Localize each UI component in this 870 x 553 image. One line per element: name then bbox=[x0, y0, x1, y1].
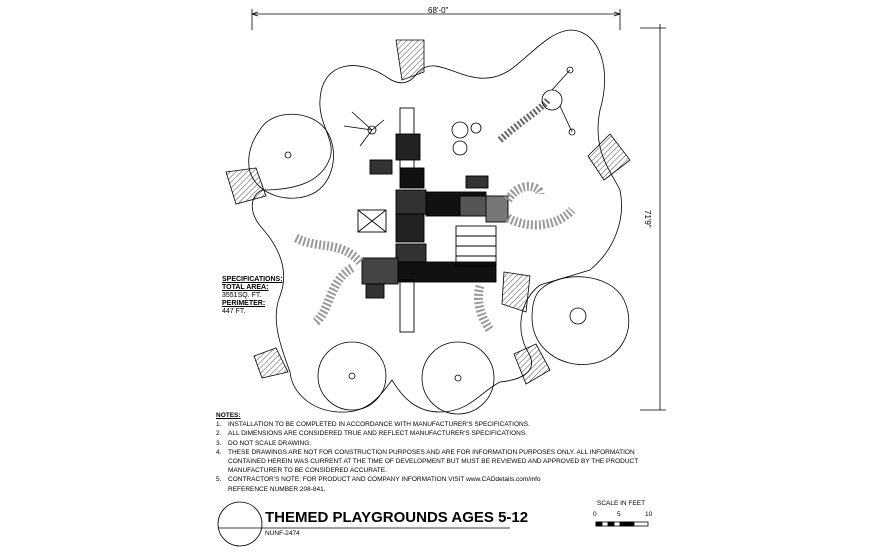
note-text: DO NOT SCALE DRAWING. bbox=[228, 439, 312, 447]
note-row: REFERENCE NUMBER 208-841. bbox=[216, 485, 676, 494]
note-text: MANUFACTURER TO BE CONSIDERED ACCURATE. bbox=[228, 467, 387, 475]
scale-tick-label: 5 bbox=[617, 511, 621, 518]
note-row: 2.ALL DIMENSIONS ARE CONSIDERED TRUE AND… bbox=[216, 430, 527, 438]
note-text: REFERENCE NUMBER 208-841. bbox=[228, 485, 326, 493]
note-row: 1.INSTALLATION TO BE COMPLETED IN ACCORD… bbox=[216, 421, 530, 429]
canopy-circles bbox=[248, 113, 630, 415]
note-row: CONTAINED HEREIN WAS CURRENT AT THE TIME… bbox=[216, 457, 676, 466]
notes-heading: NOTES: bbox=[216, 412, 241, 419]
notes-block: NOTES: 1.INSTALLATION TO BE COMPLETED IN… bbox=[216, 411, 676, 494]
drawing-title: THEMED PLAYGROUNDS AGES 5-12 bbox=[265, 509, 529, 526]
width-dimension-label: 68'-0" bbox=[428, 6, 449, 15]
specifications-block: SPECIFICATIONS: TOTAL AREA: 3551SQ. FT. … bbox=[222, 276, 283, 316]
note-text: ALL DIMENSIONS ARE CONSIDERED TRUE AND R… bbox=[228, 430, 527, 438]
scale-label: SCALE IN FEET bbox=[597, 500, 646, 507]
note-text: CONTAINED HEREIN WAS CURRENT AT THE TIME… bbox=[228, 458, 639, 466]
tube-slides bbox=[293, 182, 576, 333]
total-area-label: TOTAL AREA: bbox=[222, 284, 269, 291]
scale-tick-label: 0 bbox=[593, 511, 597, 518]
total-area-value: 3551SQ. FT. bbox=[222, 292, 262, 299]
dimension-lines bbox=[251, 9, 666, 411]
perimeter-value: 447 FT. bbox=[222, 308, 246, 315]
note-row: 3.DO NOT SCALE DRAWING. bbox=[216, 439, 312, 447]
note-row: MANUFACTURER TO BE CONSIDERED ACCURATE. bbox=[216, 466, 676, 475]
note-row: 5.CONTRACTOR'S NOTE: FOR PRODUCT AND COM… bbox=[216, 476, 541, 484]
hatched-pads bbox=[225, 39, 631, 385]
note-text: INSTALLATION TO BE COMPLETED IN ACCORDAN… bbox=[228, 421, 530, 429]
scale-bar bbox=[595, 521, 649, 527]
climbing-features bbox=[343, 66, 576, 156]
height-dimension-label: 71'9" bbox=[643, 210, 652, 228]
play-structure bbox=[357, 107, 509, 333]
scale-tick-label: 10 bbox=[645, 511, 653, 518]
title-block-logo-circle bbox=[217, 501, 263, 547]
specifications-heading: SPECIFICATIONS: bbox=[222, 276, 283, 283]
safety-surface-boundary bbox=[251, 29, 622, 413]
note-row: 4.THESE DRAWINGS ARE NOT FOR CONSTRUCTIO… bbox=[216, 448, 635, 456]
perimeter-label: PERIMETER: bbox=[222, 300, 266, 307]
drawing-code: NUNF-2474 bbox=[265, 530, 300, 537]
note-text: THESE DRAWINGS ARE NOT FOR CONSTRUCTION … bbox=[228, 448, 635, 456]
note-text: CONTRACTOR'S NOTE: FOR PRODUCT AND COMPA… bbox=[228, 476, 541, 484]
